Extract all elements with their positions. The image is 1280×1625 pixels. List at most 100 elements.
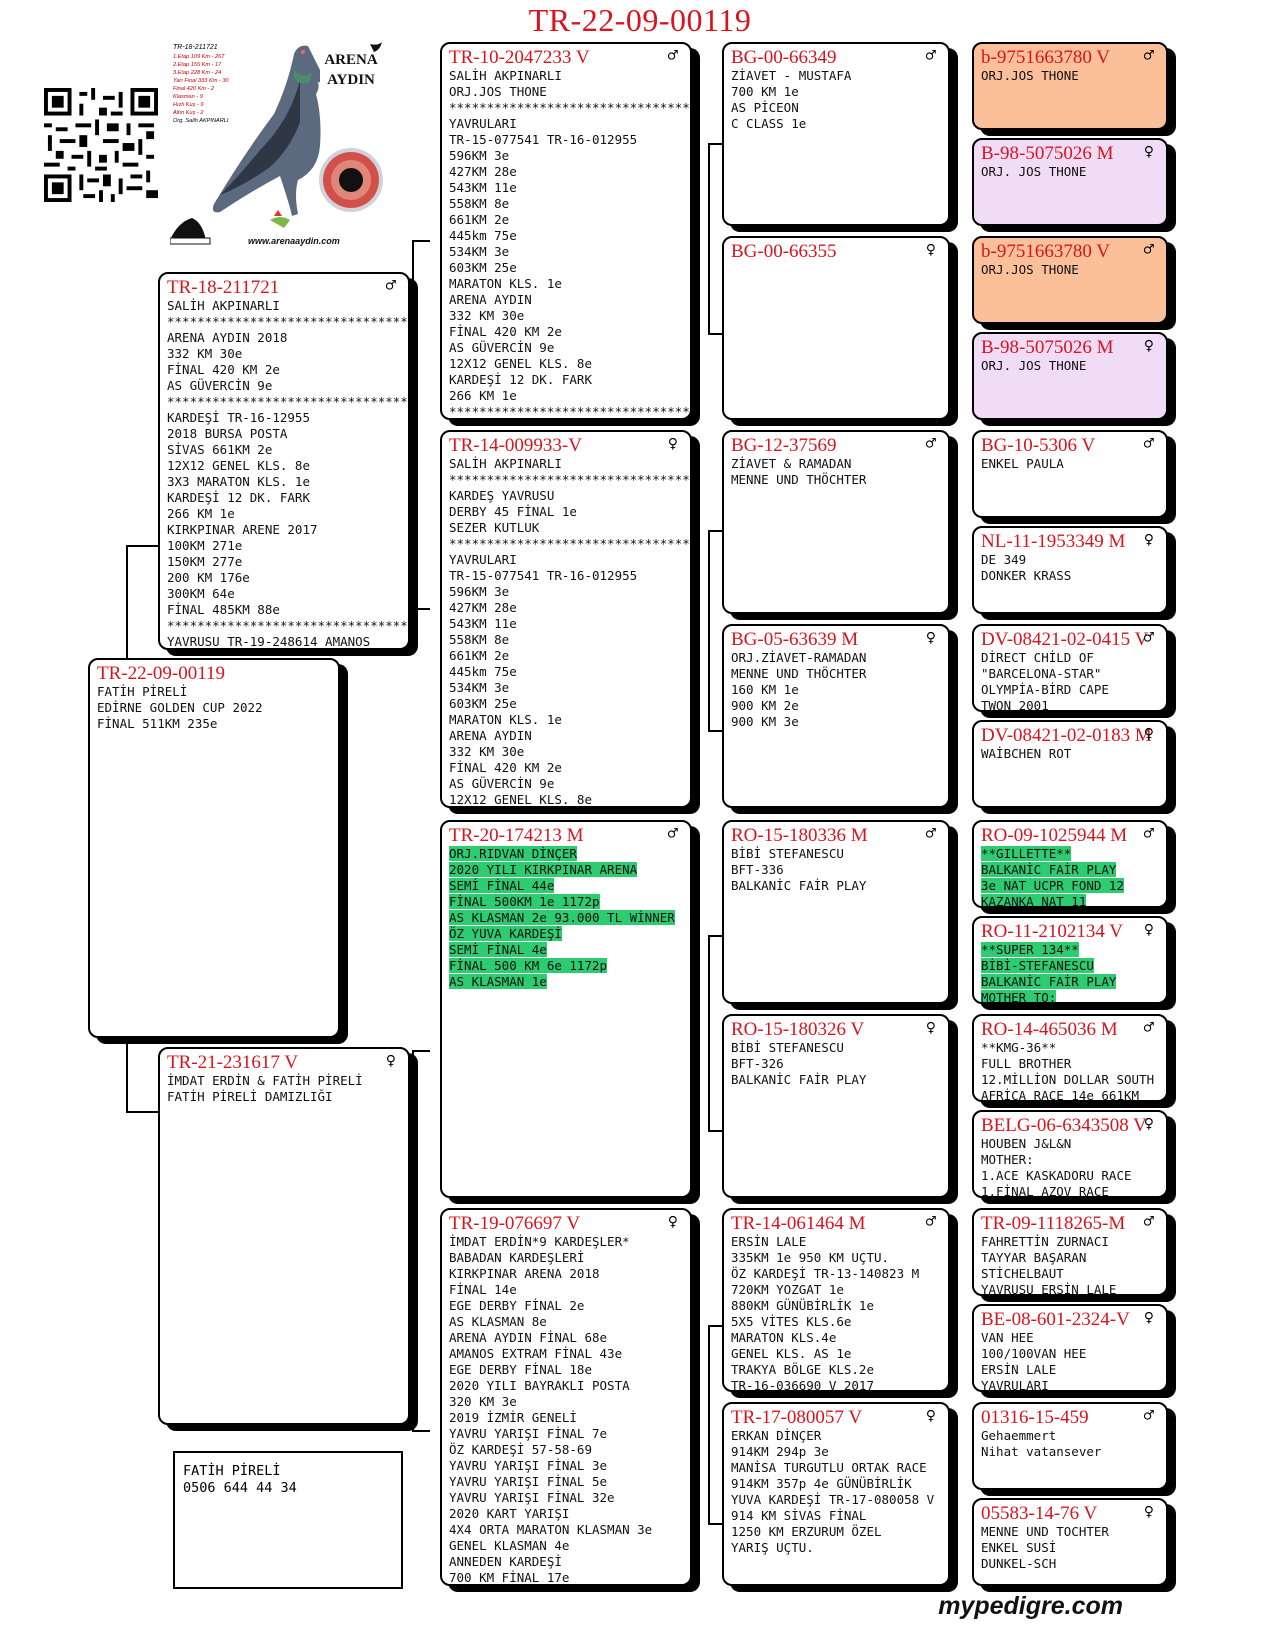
female-icon: ♀ [925,628,936,648]
info-line: DUNKEL-SCH [981,1556,1159,1572]
gen4-card[interactable]: BG-10-5306 V♂ENKEL PAULA [972,430,1168,518]
male-icon: ♂ [925,46,936,66]
info-line: YAVRULARI [449,116,683,132]
info-text: 558KM 8e [449,632,510,647]
info-line: "BARCELONA-STAR" [981,666,1159,682]
info-line: 3X3 MARATON KLS. 1e [167,474,401,490]
info-text: SEMİ FİNAL 4e [449,942,547,957]
info-line: ******************************** [449,404,690,418]
info-line: 445km 75e [449,228,683,244]
info-text: TR-15-077541 TR-16-012955 [449,132,638,147]
info-line: 332 KM 30e [449,308,683,324]
connector-line [708,333,722,335]
info-line: ARENA AYDIN 2018 [167,330,401,346]
gen4-card[interactable]: RO-09-1025944 M♂**GILLETTE**BALKANİC FAİ… [972,820,1168,908]
info-text: YAVRULARI [981,1378,1049,1392]
info-text: BALKANİC FAİR PLAY [731,878,867,893]
info-text: BALKANİC FAİR PLAY [981,974,1117,989]
male-icon: ♂ [1143,46,1154,66]
info-text: TR-15-077541 TR-16-012955 [449,568,638,583]
info-line: AS GÜVERCİN 9e [167,378,401,394]
info-line: BALKANİC FAİR PLAY [981,862,1159,878]
gen4-card[interactable]: RO-11-2102134 V♀**SUPER 134**BİBİ-STEFAN… [972,916,1168,1004]
info-text: ARENA AYDIN [449,728,532,743]
female-icon: ♀ [1143,1502,1154,1522]
info-line: 914KM 294p 3e [731,1444,941,1460]
contact-phone[interactable]: 0506 644 44 34 [183,1480,297,1496]
info-line: ******************************** [167,394,408,410]
gen4-card[interactable]: B-98-5075026 M♀ORJ. JOS THONE [972,138,1168,226]
male-icon: ♂ [925,824,936,844]
info-line: 12X12 GENEL KLS. 8e [449,792,683,806]
info-line: BABADAN KARDEŞLERİ [449,1250,683,1266]
info-line: 2019 İZMİR GENELİ [449,1410,683,1426]
info-text: 12X12 GENEL KLS. 8e [167,458,310,473]
emblem-icon [170,210,290,245]
info-line: 914 KM SİVAS FİNAL [731,1508,941,1524]
info-line: MARATON KLS.4e [731,1330,941,1346]
info-line: Nihat vatansever [981,1444,1159,1460]
gen4-card[interactable]: B-98-5075026 M♀ORJ. JOS THONE [972,332,1168,420]
info-text: 2019 İZMİR GENELİ [449,1410,577,1425]
info-text: TR-16-036690 V 2017 [731,1378,874,1392]
info-text: İMDAT ERDİN*9 KARDEŞLER* [449,1234,630,1249]
info-line: KARDEŞİ TR-16-12955 [167,410,401,426]
gen4-card[interactable]: b-9751663780 V♂ORJ.JOS THONE [972,236,1168,324]
info-line: ÖZ KARDEŞİ TR-13-140823 M [731,1266,941,1282]
info-text: 12.MİLLİON DOLLAR SOUTH [981,1072,1155,1087]
info-line: AFRİCA RACE 14e 661KM [981,1088,1159,1100]
info-line: SEZER KUTLUK [449,520,683,536]
info-line: YAVRUSU TR-19-248614 AMANOS [167,634,401,648]
gen4-card[interactable]: b-9751663780 V♂ORJ.JOS THONE [972,42,1168,130]
connector-line [956,95,958,192]
info-line: 160 KM 1e [731,682,941,698]
gen4-card[interactable]: DV-08421-02-0183 M♀WAİBCHEN ROT [972,720,1168,808]
info-text: 2020 KART YARIŞI [449,1506,570,1521]
info-line: FULL BROTHER [981,1056,1159,1072]
connector-line [708,1523,722,1525]
great-grandparent-card[interactable]: BG-00-66355♀ [722,236,950,420]
info-line: SEMİ FİNAL 4e [449,942,683,958]
info-line: 1.FİNAL AZOV RACE [981,1184,1159,1196]
logo-result: 3.Etap 228 Km - 24 [173,70,221,76]
info-text: 880KM GÜNÜBİRLİK 1e [731,1298,874,1313]
info-line: EDİRNE GOLDEN CUP 2022 [97,700,331,716]
info-line: 1250 KM ERZURUM ÖZEL [731,1524,941,1540]
info-text: MARATON KLS. 1e [449,712,562,727]
info-text: 12X12 GENEL KLS. 8e [449,356,592,371]
info-line: ******************************** [449,472,690,488]
info-line: FİNAL 14e [449,1282,683,1298]
pedigree-title: TR-22-09-00119 [528,2,752,38]
info-line: KAZANKA NAT 11 [981,894,1159,908]
gen4-card[interactable]: DV-08421-02-0415 V♂DİRECT CHİLD OF"BARCE… [972,624,1168,712]
dam-dam-card[interactable]: TR-19-076697 V♀İMDAT ERDİN*9 KARDEŞLER*B… [440,1208,692,1586]
info-line: KARDEŞ YAVRUSU [449,488,683,504]
ring-number: TR-09-1118265-M [981,1213,1126,1234]
sire-dam-card[interactable]: TR-14-009933-V♀SALİH AKPINARLI**********… [440,430,692,808]
info-line: YAVRU YARIŞI FİNAL 3e [449,1458,683,1474]
footer-website[interactable]: mypedigre.com [938,1592,1123,1620]
info-text: 150KM 277e [167,554,243,569]
info-text: KAZANKA NAT 11 [981,894,1087,908]
info-line: YAVRUSU ERSİN LALE [981,1282,1159,1294]
ring-number: B-98-5075026 M [981,337,1114,358]
sire-card[interactable]: TR-18-211721♂SALİH AKPINARLI************… [158,272,410,650]
dam-card[interactable]: TR-21-231617 V♀İMDAT ERDİN & FATİH PİREL… [158,1047,410,1425]
